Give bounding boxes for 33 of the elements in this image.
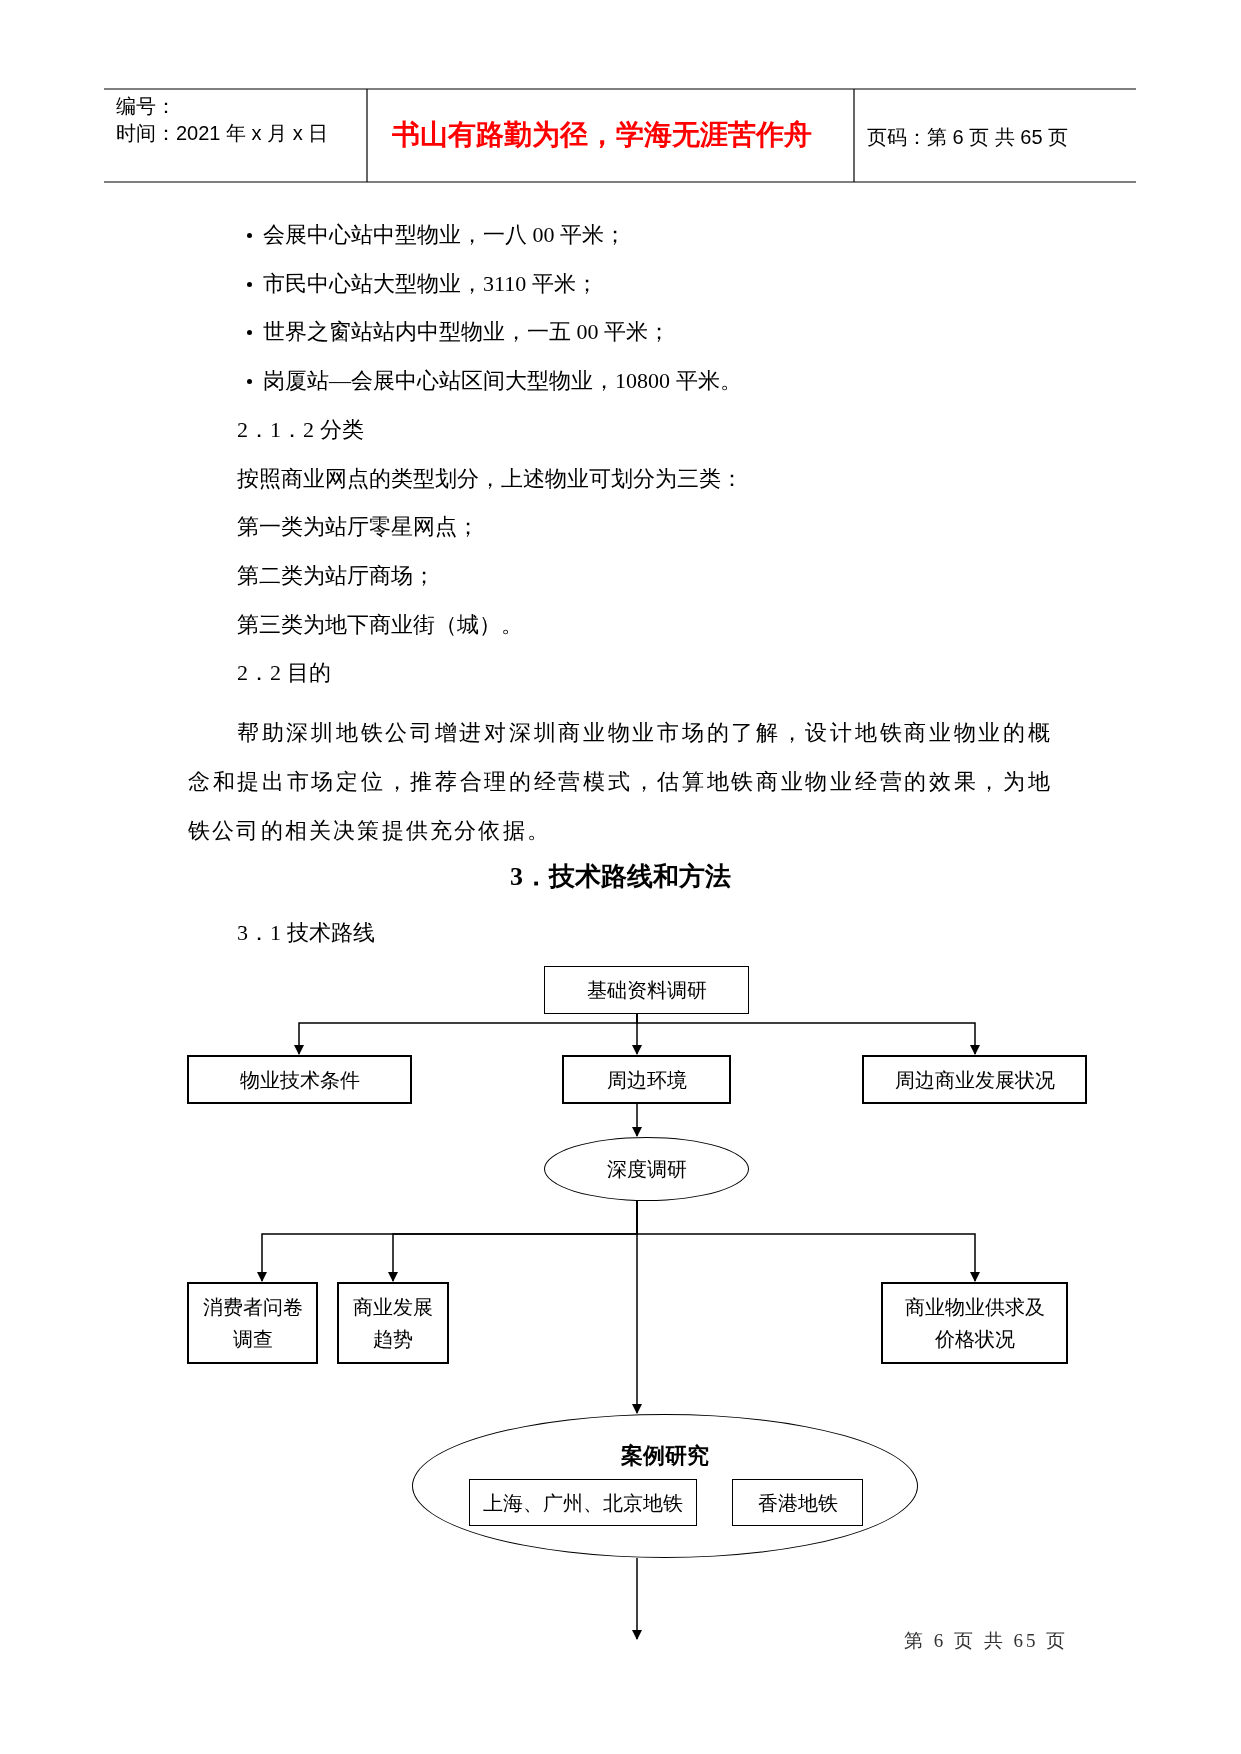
arrow [632, 1103, 642, 1137]
list-item: 岗厦站—会展中心站区间大型物业，10800 平米。 [263, 367, 742, 395]
paragraph: 帮助深圳地铁公司增进对深圳商业物业市场的了解，设计地铁商业物业的概念和提出市场定位，推荐合理的经营模式，估算地铁商业物业经营的效果，为地铁公司的相关决策提供充分依据。 [188, 719, 1052, 845]
section-heading: 3．技术路线和方法 [509, 862, 732, 892]
process-box: 消费者问卷调查 [187, 1282, 318, 1364]
process-box: 香港地铁 [732, 1479, 863, 1526]
header-field: 编号： [116, 92, 176, 120]
list-item: 世界之窗站站内中型物业，一五 00 平米； [263, 318, 670, 346]
paragraph: 第三类为地下商业街（城）。 [237, 611, 523, 639]
process-box: 商业发展趋势 [337, 1282, 449, 1364]
header-motto: 书山有路勤为径，学海无涯苦作舟 [392, 118, 812, 152]
header-date: 时间：2021 年 x 月 x 日 [116, 121, 329, 146]
page-footer: 第 6 页 共 65 页 [904, 1627, 1069, 1655]
paragraph: 按照商业网点的类型划分，上述物业可划分为三类： [237, 465, 743, 493]
list-item: 会展中心站中型物业，一八 00 平米； [263, 221, 626, 249]
group-title: 案例研究 [620, 1442, 710, 1470]
page-number: 页码：第 6 页 共 65 页 [867, 125, 1069, 150]
subsection-heading: 2．2 目的 [237, 659, 331, 687]
paragraph: 第二类为站厅商场； [237, 562, 435, 590]
process-box: 物业技术条件 [187, 1055, 412, 1104]
process-box: 周边商业发展状况 [862, 1055, 1087, 1104]
process-ellipse: 深度调研 [544, 1137, 749, 1201]
list-item: 市民中心站大型物业，3110 平米； [263, 270, 598, 298]
arrow [632, 1557, 642, 1640]
subsection-heading: 2．1．2 分类 [237, 416, 364, 444]
arrow [636, 1013, 980, 1055]
process-box: 基础资料调研 [544, 966, 749, 1014]
process-box: 周边环境 [562, 1055, 731, 1104]
process-box: 商业物业供求及价格状况 [881, 1282, 1068, 1364]
process-box: 上海、广州、北京地铁 [469, 1479, 697, 1526]
arrow [632, 1200, 642, 1414]
subsection-heading: 3．1 技术路线 [237, 919, 375, 947]
paragraph: 第一类为站厅零星网点； [237, 513, 479, 541]
